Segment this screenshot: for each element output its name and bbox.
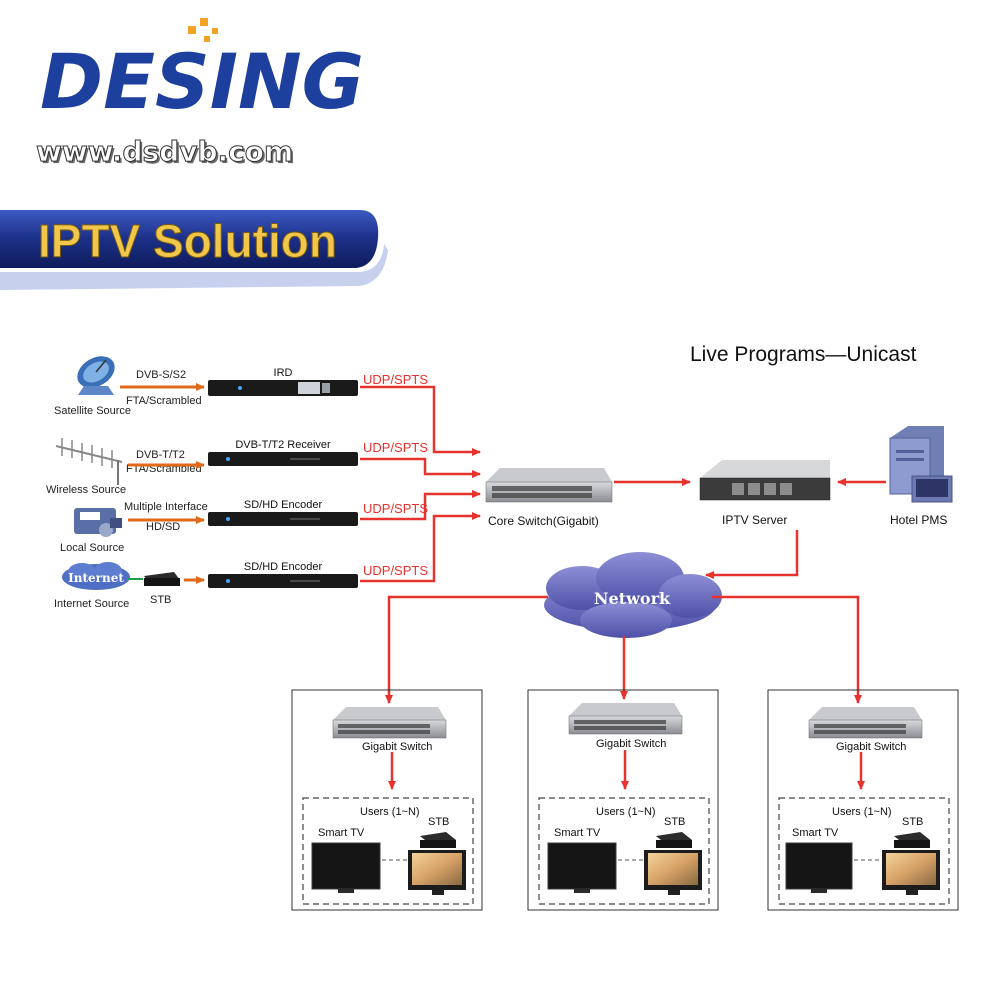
link-label-multiple-interface: Multiple Interface <box>124 501 208 513</box>
stb-box-icon <box>656 832 692 848</box>
smart-tv-icon <box>311 842 381 893</box>
user-group-frame <box>291 689 483 911</box>
gigabit-switch <box>332 707 447 739</box>
device-label-encoder-2: SD/HD Encoder <box>244 561 323 573</box>
stb-box-icon <box>420 832 456 848</box>
link-network-to-switch-3 <box>712 595 862 704</box>
smart-tv-icon <box>785 842 853 893</box>
receiver-device <box>208 452 358 466</box>
users-dashed-box <box>538 797 710 905</box>
users-label: Users (1~N) <box>596 806 656 818</box>
banner-swoosh <box>0 244 388 290</box>
smart-tv-label: Smart TV <box>554 827 601 839</box>
users-label: Users (1~N) <box>360 806 420 818</box>
website-text-shadow: www.dsdvb.com <box>38 137 295 170</box>
tv-monitor-icon <box>882 850 940 895</box>
user-group-2: Gigabit Switch Users (1~N) Smart TV STB <box>527 689 719 911</box>
stb-label: STB <box>664 816 685 828</box>
link-receiver-to-core <box>360 457 481 478</box>
banner-title: IPTV Solution <box>38 215 337 267</box>
users-label: Users (1~N) <box>832 806 892 818</box>
gigabit-switch-label: Gigabit Switch <box>836 741 906 753</box>
ird-device <box>208 380 358 396</box>
device-label-encoder-1: SD/HD Encoder <box>244 499 323 511</box>
source-label-satellite: Satellite Source <box>54 405 131 417</box>
gigabit-switch-label: Gigabit Switch <box>596 738 666 750</box>
udp-label-4: UDP/SPTS <box>363 563 428 578</box>
satellite-dish-icon <box>77 356 115 395</box>
stb-box-icon <box>894 832 930 848</box>
headend-to-core-links <box>360 385 481 583</box>
encoder-device-1 <box>208 512 358 526</box>
smart-tv-icon <box>547 842 617 893</box>
gigabit-switch <box>808 707 923 739</box>
smart-tv-label: Smart TV <box>318 827 365 839</box>
link-encoder1-to-core <box>360 490 481 521</box>
link-label-dvbt: DVB-T/T2 <box>136 449 185 461</box>
hotel-pms-computer-icon <box>889 426 953 503</box>
banner-background <box>0 210 379 268</box>
internet-cloud-label: Internet <box>68 571 124 585</box>
internet-cloud-icon: Internet <box>62 562 130 590</box>
camera-icon <box>74 508 122 537</box>
core-switch <box>485 468 613 503</box>
gigabit-switch <box>568 703 683 735</box>
link-label-hdsd: HD/SD <box>146 521 180 533</box>
iptv-server <box>699 460 831 501</box>
smart-tv-label: Smart TV <box>792 827 839 839</box>
user-group-frame <box>767 689 959 911</box>
stb-label: STB <box>428 816 449 828</box>
link-label-dvbs: DVB-S/S2 <box>136 369 186 381</box>
source-stb-icon <box>144 572 180 586</box>
logo-accent-icon <box>188 18 218 42</box>
users-dashed-box <box>778 797 950 905</box>
website-url: www.dsdvb.com www.dsdvb.com <box>36 135 296 171</box>
encoder-device-2 <box>208 574 358 588</box>
source-label-internet: Internet Source <box>54 598 129 610</box>
link-network-to-switch-1 <box>385 595 548 704</box>
device-label-ird: IRD <box>274 367 293 379</box>
core-switch-label: Core Switch(Gigabit) <box>488 514 599 528</box>
logo-text: DESING <box>40 37 364 126</box>
device-label-receiver: DVB-T/T2 Receiver <box>235 439 331 451</box>
stb-label: STB <box>150 594 171 606</box>
tv-monitor-icon <box>408 850 466 895</box>
network-to-switch-links <box>385 595 862 704</box>
brand-logo: DESING <box>40 18 364 126</box>
hotel-pms-label: Hotel PMS <box>890 513 947 527</box>
users-dashed-box <box>302 797 474 905</box>
link-label-fta-1: FTA/Scrambled <box>126 395 202 407</box>
link-ird-to-core <box>360 385 481 456</box>
website-text: www.dsdvb.com <box>36 135 293 168</box>
tv-monitor-icon <box>644 850 702 895</box>
iptv-solution-banner: IPTV Solution <box>0 210 388 290</box>
link-server-to-network <box>705 530 799 579</box>
gigabit-switch-label: Gigabit Switch <box>362 741 432 753</box>
user-group-3: Gigabit Switch Users (1~N) Smart TV STB <box>767 689 959 911</box>
iptv-server-label: IPTV Server <box>722 513 787 527</box>
stb-label: STB <box>902 816 923 828</box>
udp-label-3: UDP/SPTS <box>363 501 428 516</box>
network-cloud-icon: Network <box>544 552 722 638</box>
udp-label-2: UDP/SPTS <box>363 440 428 455</box>
udp-label-1: UDP/SPTS <box>363 372 428 387</box>
diagram-title: Live Programs—Unicast <box>690 343 917 366</box>
source-label-wireless: Wireless Source <box>46 484 126 496</box>
user-group-1: Gigabit Switch Users (1~N) Smart TV STB <box>291 689 483 911</box>
network-label: Network <box>594 589 671 608</box>
user-group-frame <box>527 689 719 911</box>
source-label-local: Local Source <box>60 542 124 554</box>
link-encoder2-to-core <box>360 512 481 583</box>
antenna-icon <box>55 438 123 485</box>
